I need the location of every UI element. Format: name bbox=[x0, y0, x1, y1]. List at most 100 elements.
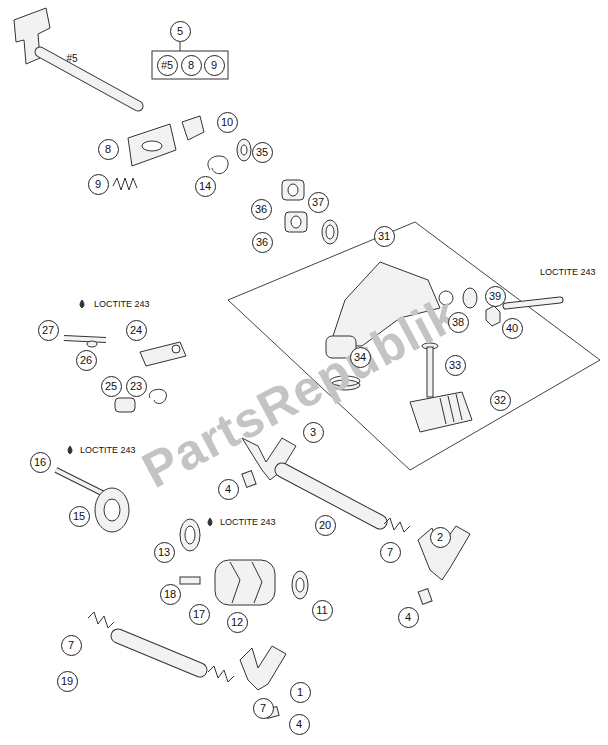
callout-number: 19 bbox=[57, 671, 78, 692]
callout-number: 33 bbox=[445, 355, 466, 376]
part-drawing bbox=[215, 560, 275, 605]
callout-number: 4 bbox=[289, 714, 310, 735]
callout-number: 4 bbox=[398, 607, 419, 628]
callout-number: 17 bbox=[189, 604, 210, 625]
callout-number: 8 bbox=[181, 55, 202, 76]
part-drawing bbox=[140, 342, 186, 366]
part-drawing bbox=[104, 499, 120, 521]
loctite-note: LOCTITE 243 bbox=[79, 445, 137, 455]
callout-number: 35 bbox=[252, 142, 273, 163]
callout-number: 7 bbox=[380, 542, 401, 563]
part-drawing bbox=[463, 288, 477, 308]
part-drawing bbox=[88, 612, 114, 628]
part-drawing bbox=[40, 52, 138, 106]
callout-number: 18 bbox=[160, 584, 181, 605]
callout-number: 32 bbox=[490, 390, 511, 411]
part-drawing bbox=[115, 398, 135, 412]
callout-number: 9 bbox=[88, 174, 109, 195]
callout-number: 36 bbox=[251, 199, 272, 220]
part-drawing bbox=[180, 519, 200, 551]
part-drawing bbox=[80, 300, 84, 308]
callout-number: 2 bbox=[430, 527, 451, 548]
part-drawing bbox=[128, 124, 176, 166]
part-drawing bbox=[230, 562, 262, 603]
callout-number: 9 bbox=[204, 55, 225, 76]
callout-number: 11 bbox=[312, 600, 333, 621]
callout-number: 24 bbox=[126, 320, 147, 341]
part-drawing bbox=[87, 341, 97, 347]
callout-number: 31 bbox=[374, 226, 395, 247]
part-drawing bbox=[56, 470, 104, 494]
callout-number: 3 bbox=[303, 422, 324, 443]
part-drawing bbox=[282, 180, 304, 200]
part-drawing bbox=[506, 300, 560, 306]
part-drawing bbox=[208, 156, 228, 174]
part-drawing bbox=[288, 184, 298, 196]
part-drawing bbox=[296, 578, 304, 592]
callout-number: 1 bbox=[290, 682, 311, 703]
part-drawing bbox=[410, 392, 472, 432]
callout-number: 27 bbox=[38, 320, 59, 341]
callout-number: 4 bbox=[218, 479, 239, 500]
callout-number: 13 bbox=[154, 542, 175, 563]
part-drawing bbox=[418, 526, 470, 580]
callout-number: 39 bbox=[485, 286, 506, 307]
callout-number: 5 bbox=[170, 21, 191, 42]
part-drawing bbox=[113, 178, 137, 190]
part-drawing bbox=[152, 51, 228, 79]
part-drawing bbox=[118, 636, 200, 670]
part-drawing bbox=[440, 394, 462, 424]
callout-number: 10 bbox=[217, 112, 238, 133]
part-drawing bbox=[149, 389, 166, 403]
callout-number: 34 bbox=[350, 347, 371, 368]
part-drawing bbox=[185, 526, 195, 544]
callout-number: 40 bbox=[502, 318, 523, 339]
part-drawing bbox=[506, 300, 560, 306]
part-drawing bbox=[208, 666, 234, 682]
callout-number: 16 bbox=[30, 452, 51, 473]
callout-number: 20 bbox=[315, 515, 336, 536]
part-drawing bbox=[68, 446, 72, 454]
callout-number: 15 bbox=[69, 506, 90, 527]
loctite-note: LOCTITE 243 bbox=[93, 299, 151, 309]
callout-number: 38 bbox=[448, 312, 469, 333]
watermark: PartsRepublik bbox=[132, 284, 468, 499]
loctite-note: LOCTITE 243 bbox=[539, 267, 597, 277]
part-drawing bbox=[282, 470, 380, 522]
callout-number: #5 bbox=[157, 55, 178, 76]
part-drawing bbox=[418, 589, 432, 605]
part-drawing bbox=[95, 488, 129, 532]
part-drawing bbox=[291, 216, 301, 228]
part-drawing bbox=[40, 52, 138, 106]
part-drawing bbox=[172, 345, 180, 353]
callout-number: 26 bbox=[76, 350, 97, 371]
part-drawing bbox=[292, 571, 308, 599]
callout-number: 7 bbox=[61, 635, 82, 656]
part-drawing bbox=[322, 220, 338, 244]
callout-number: 23 bbox=[126, 376, 147, 397]
callout-number: 25 bbox=[101, 376, 122, 397]
part-drawing bbox=[118, 636, 200, 670]
part-number-text: #5 bbox=[67, 53, 78, 64]
loctite-note: LOCTITE 243 bbox=[219, 517, 277, 527]
part-drawing bbox=[64, 338, 106, 340]
part-drawing bbox=[241, 145, 247, 155]
part-drawing bbox=[384, 518, 410, 532]
part-drawing bbox=[180, 577, 200, 584]
callout-number: 36 bbox=[252, 232, 273, 253]
part-drawing bbox=[64, 338, 106, 340]
callout-number: 12 bbox=[227, 612, 248, 633]
part-drawing bbox=[56, 470, 104, 494]
part-drawing bbox=[182, 116, 204, 140]
part-drawing bbox=[242, 471, 256, 488]
callout-number: 7 bbox=[253, 698, 274, 719]
callout-number: 14 bbox=[195, 176, 216, 197]
part-drawing bbox=[240, 646, 286, 690]
part-drawing bbox=[180, 42, 181, 51]
part-drawing bbox=[486, 306, 500, 326]
callout-number: 37 bbox=[308, 192, 329, 213]
part-drawing bbox=[208, 518, 212, 526]
part-drawing bbox=[142, 141, 162, 151]
part-drawing bbox=[285, 212, 307, 232]
callout-number: 8 bbox=[98, 139, 119, 160]
